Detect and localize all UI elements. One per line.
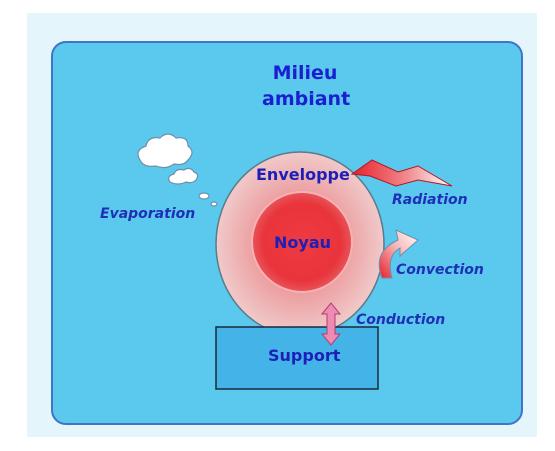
double-arrow-icon bbox=[320, 302, 342, 346]
diagram-title: Milieu ambiant bbox=[262, 60, 351, 112]
curved-arrow-icon bbox=[378, 229, 419, 279]
convection-label: Convection bbox=[396, 262, 484, 278]
support-block bbox=[215, 326, 379, 390]
envelope-label: Enveloppe bbox=[256, 165, 350, 184]
cloud-icon bbox=[137, 133, 218, 207]
radiation-label: Radiation bbox=[392, 192, 468, 208]
conduction-label: Conduction bbox=[356, 312, 446, 328]
lightning-bolt-icon bbox=[350, 159, 453, 187]
core-label: Noyau bbox=[274, 233, 331, 252]
support-label: Support bbox=[268, 346, 341, 365]
core-shape bbox=[251, 191, 353, 293]
title-line-1: Milieu bbox=[272, 62, 338, 84]
evaporation-label: Evaporation bbox=[100, 206, 196, 222]
title-line-2: ambiant bbox=[262, 88, 351, 110]
